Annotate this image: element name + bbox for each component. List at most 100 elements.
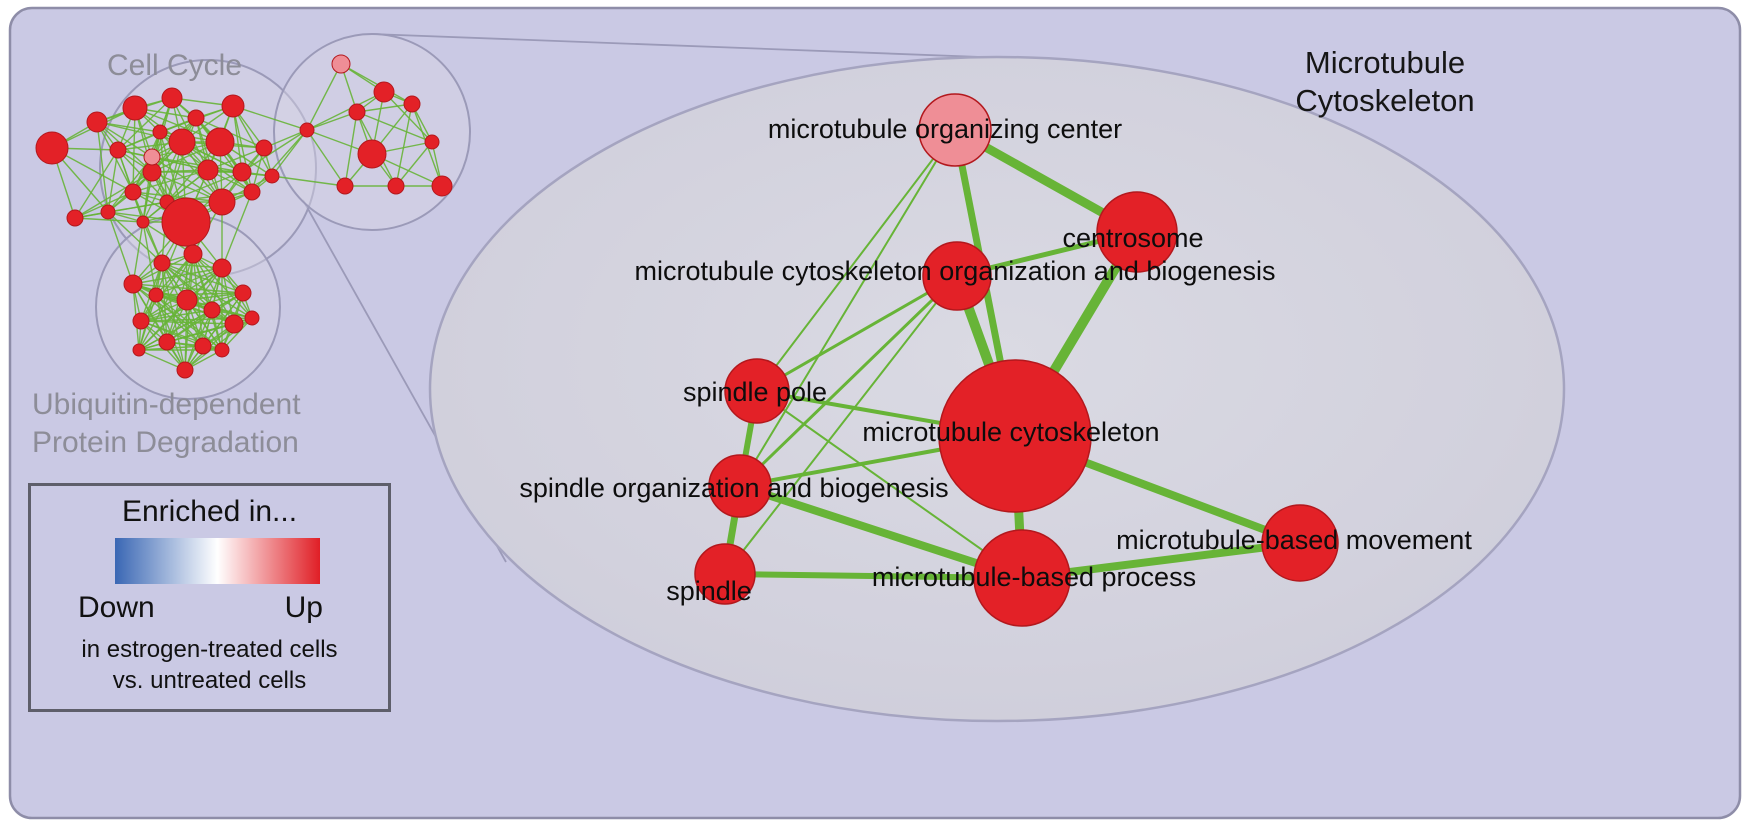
overview-node [424, 134, 440, 150]
overview-edge [155, 294, 253, 319]
zoom-edge-spindle-mbp [722, 571, 1025, 581]
zoom-node-label-moc: microtubule organizing center [768, 114, 1122, 144]
overview-edge [140, 309, 213, 322]
overview-edge [151, 156, 243, 173]
overview-node [161, 197, 211, 247]
overview-edge [192, 253, 223, 351]
overview-node [221, 94, 245, 118]
zoom-node-labels: microtubule organizing center centrosome m… [519, 114, 1472, 606]
overview-node [136, 215, 150, 229]
overview-edge [117, 149, 168, 203]
overview-edge [155, 294, 223, 351]
overview-edge [132, 169, 209, 193]
legend-up-label: Up [284, 591, 323, 624]
zoom-edge-moc-spindle-pole [756, 129, 956, 392]
legend-caption-line1: in estrogen-treated cells [81, 636, 338, 663]
zoom-node-label-spindle: spindle [666, 576, 752, 606]
overview-node [187, 109, 205, 127]
legend-gradient-bar [115, 538, 320, 584]
overview-node [153, 254, 171, 272]
overview-node [123, 274, 143, 294]
overview-edge [96, 121, 161, 133]
zoom-node-centrosome [1096, 191, 1178, 273]
overview-edge [74, 149, 119, 219]
zoom-edge-mcob-spindle-org [738, 274, 959, 488]
overview-node [168, 128, 196, 156]
overview-node [194, 337, 212, 355]
overview-edge [271, 129, 308, 177]
overview-node [197, 159, 219, 181]
overview-edge [184, 299, 188, 371]
ubiquitin-label-line1: Ubiquitin-dependent [32, 388, 301, 421]
overview-edge [232, 105, 273, 177]
overview-edge [166, 309, 213, 343]
overview-node [244, 310, 260, 326]
zoom-node-mcob [922, 241, 992, 311]
zoom-node-label-mtc: microtubule cytoskeleton [862, 417, 1159, 447]
overview-edge [107, 201, 168, 213]
zoom-cluster-title: Microtubule Cytoskeleton [1235, 44, 1535, 120]
overview-node [176, 289, 198, 311]
overview-edge [395, 103, 413, 187]
overview-nodes [35, 54, 453, 379]
ubiquitin-label-line2: Protein Degradation [32, 426, 299, 459]
overview-edge [344, 111, 358, 187]
overview-edge [221, 191, 253, 269]
zoom-node-label-centrosome: centrosome [1062, 223, 1203, 253]
overview-node [232, 162, 252, 182]
overview-node [148, 287, 164, 303]
overview-edge [306, 63, 342, 131]
overview-node [255, 139, 273, 157]
zoom-edge-mcob-spindle [724, 275, 958, 575]
overview-edge [140, 320, 235, 325]
overview-edge [138, 253, 194, 351]
overview-edge [151, 156, 223, 203]
zoom-title-line2: Cytoskeleton [1295, 83, 1475, 118]
overview-edge [271, 175, 346, 187]
overview-edge [74, 191, 134, 219]
overview-edge [383, 91, 433, 143]
overview-edge [166, 117, 197, 203]
overview-edge [96, 121, 109, 213]
zoom-connector-line [371, 33, 1061, 61]
overview-edge [138, 309, 213, 351]
cluster-label-cell-cycle: Cell Cycle [107, 49, 243, 82]
overview-edge [155, 267, 223, 296]
overview-node [142, 162, 162, 182]
overview-node [431, 175, 453, 197]
overview-edge [132, 221, 144, 285]
legend-down-label: Down [78, 591, 155, 624]
zoom-node-spindle-pole [724, 358, 790, 424]
overview-node [66, 209, 84, 227]
legend-caption-line2: vs. untreated cells [112, 667, 307, 694]
zoom-node-label-mbm: microtubule-based movement [1116, 525, 1472, 555]
overview-edge [107, 211, 163, 264]
zoom-edge-moc-spindle-org [739, 129, 956, 487]
overview-node [243, 183, 261, 201]
zoom-node-spindle-org [708, 454, 772, 518]
overview-node [208, 188, 236, 216]
overview-node [35, 131, 69, 165]
overview-edge [395, 141, 433, 187]
overview-node [331, 54, 351, 74]
overview-edge [107, 149, 119, 213]
overview-node [132, 343, 146, 357]
zoom-node-label-spindle-pole: spindle pole [683, 377, 827, 407]
overview-node [183, 244, 203, 264]
overview-node [86, 111, 108, 133]
legend: Enriched in... Down Up in estrogen-treat… [28, 483, 391, 712]
zoom-node-label-spindle-org: spindle organization and biogenesis [519, 473, 948, 503]
overview-node [176, 361, 194, 379]
overview-node [403, 95, 421, 113]
overview-node [336, 177, 354, 195]
overview-node [109, 141, 127, 159]
zoom-node-spindle [694, 543, 756, 605]
zoom-node-mbp [973, 529, 1071, 627]
overview-node [143, 148, 161, 166]
overview-node [264, 168, 280, 184]
overview-node [100, 204, 116, 220]
overview-edge [117, 97, 173, 151]
cluster-label-ubiquitin: Ubiquitin-dependent Protein Degradation [32, 386, 301, 462]
